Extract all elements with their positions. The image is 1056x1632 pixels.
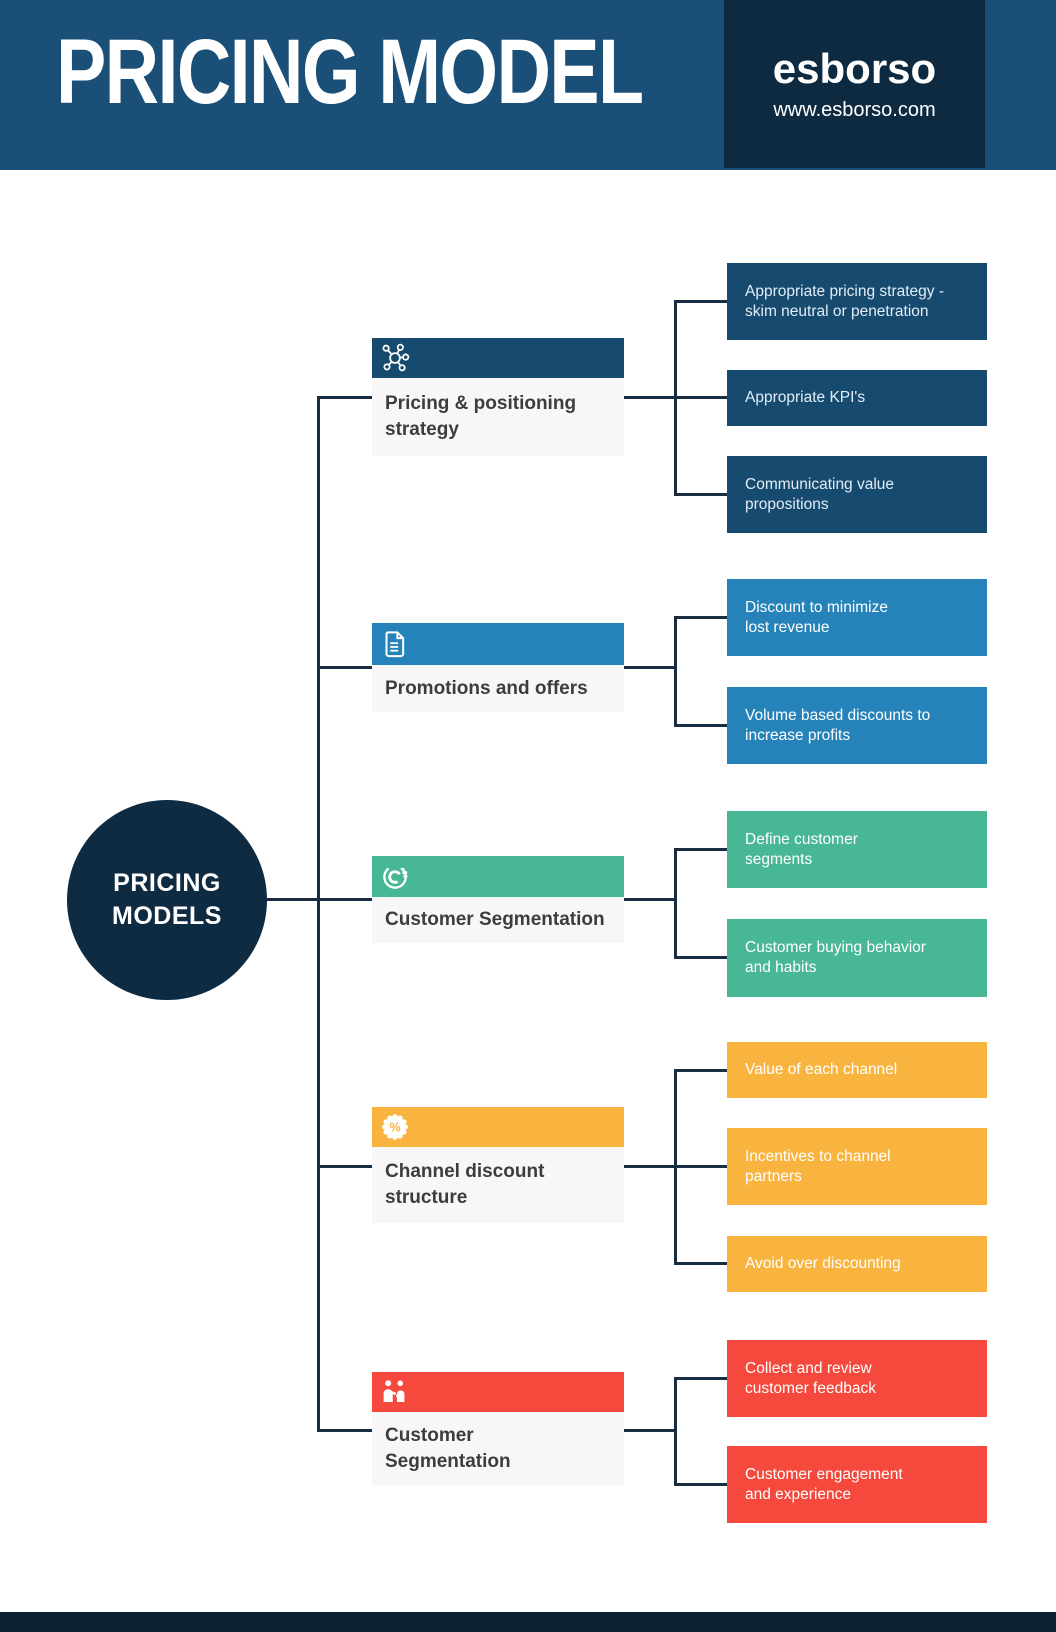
connector-line — [677, 300, 727, 303]
leaf-box: Collect and review customer feedback — [727, 1340, 987, 1417]
branch-bar-customer-segmentation — [372, 856, 624, 897]
brand-box: esborso www.esborso.com — [724, 0, 985, 168]
branch-label-channel-discount: Channel discount structure — [372, 1147, 624, 1223]
connector-line — [317, 396, 372, 399]
connector-line — [317, 1429, 372, 1432]
connector-line — [677, 1483, 727, 1486]
segmentation-chart-icon — [383, 864, 408, 889]
connector-line — [677, 1377, 727, 1380]
leaf-box: Volume based discounts to increase profi… — [727, 687, 987, 764]
header: PRICING MODEL esborso www.esborso.com — [0, 0, 1056, 170]
connector-line — [317, 898, 372, 901]
connector-line — [677, 493, 727, 496]
branch-bar-pricing-positioning — [372, 338, 624, 378]
leaf-box: Appropriate KPI's — [727, 370, 987, 426]
connector-line — [677, 1262, 727, 1265]
connector-line — [677, 616, 727, 619]
leaf-box: Appropriate pricing strategy - skim neut… — [727, 263, 987, 340]
leaf-box: Communicating value propositions — [727, 456, 987, 533]
people-icon — [383, 1380, 405, 1402]
branch-label-customer-segmentation-2: Customer Segmentation — [372, 1412, 624, 1486]
network-icon — [382, 343, 410, 372]
branch-label-pricing-positioning: Pricing & positioning strategy — [372, 378, 624, 456]
leaf-box: Avoid over discounting — [727, 1236, 987, 1292]
connector-line — [317, 396, 320, 1432]
connector-line — [317, 1165, 372, 1168]
branch-label-promotions: Promotions and offers — [372, 665, 624, 712]
leaf-box: Define customer segments — [727, 811, 987, 888]
connector-line — [624, 666, 677, 669]
document-icon — [385, 631, 405, 658]
connector-line — [674, 1069, 677, 1265]
branch-label-customer-segmentation: Customer Segmentation — [372, 897, 624, 943]
leaf-box: Customer buying behavior and habits — [727, 919, 987, 997]
central-node-pricing-models: PRICING MODELS — [67, 800, 267, 1000]
branch-bar-channel-discount: % — [372, 1107, 624, 1147]
percent-badge-icon: % — [382, 1114, 408, 1140]
connector-line — [674, 616, 677, 727]
connector-line — [677, 724, 727, 727]
connector-line — [624, 1429, 677, 1432]
connector-line — [677, 848, 727, 851]
leaf-box: Value of each channel — [727, 1042, 987, 1098]
leaf-box: Discount to minimize lost revenue — [727, 579, 987, 656]
leaf-box: Customer engagement and experience — [727, 1446, 987, 1523]
connector-line — [677, 956, 727, 959]
brand-website: www.esborso.com — [773, 99, 936, 121]
connector-line — [674, 300, 677, 496]
branch-bar-promotions — [372, 623, 624, 665]
connector-line — [317, 666, 372, 669]
connector-line — [624, 898, 677, 901]
page-title: PRICING MODEL — [56, 21, 644, 123]
connector-line — [674, 1377, 677, 1486]
svg-text:%: % — [389, 1120, 400, 1134]
branch-bar-customer-segmentation-2 — [372, 1372, 624, 1412]
connector-line — [674, 848, 677, 959]
brand-name: esborso — [772, 45, 937, 92]
leaf-box: Incentives to channel partners — [727, 1128, 987, 1205]
connector-line — [267, 898, 318, 901]
connector-line — [677, 1069, 727, 1072]
footer-bar — [0, 1612, 1056, 1632]
